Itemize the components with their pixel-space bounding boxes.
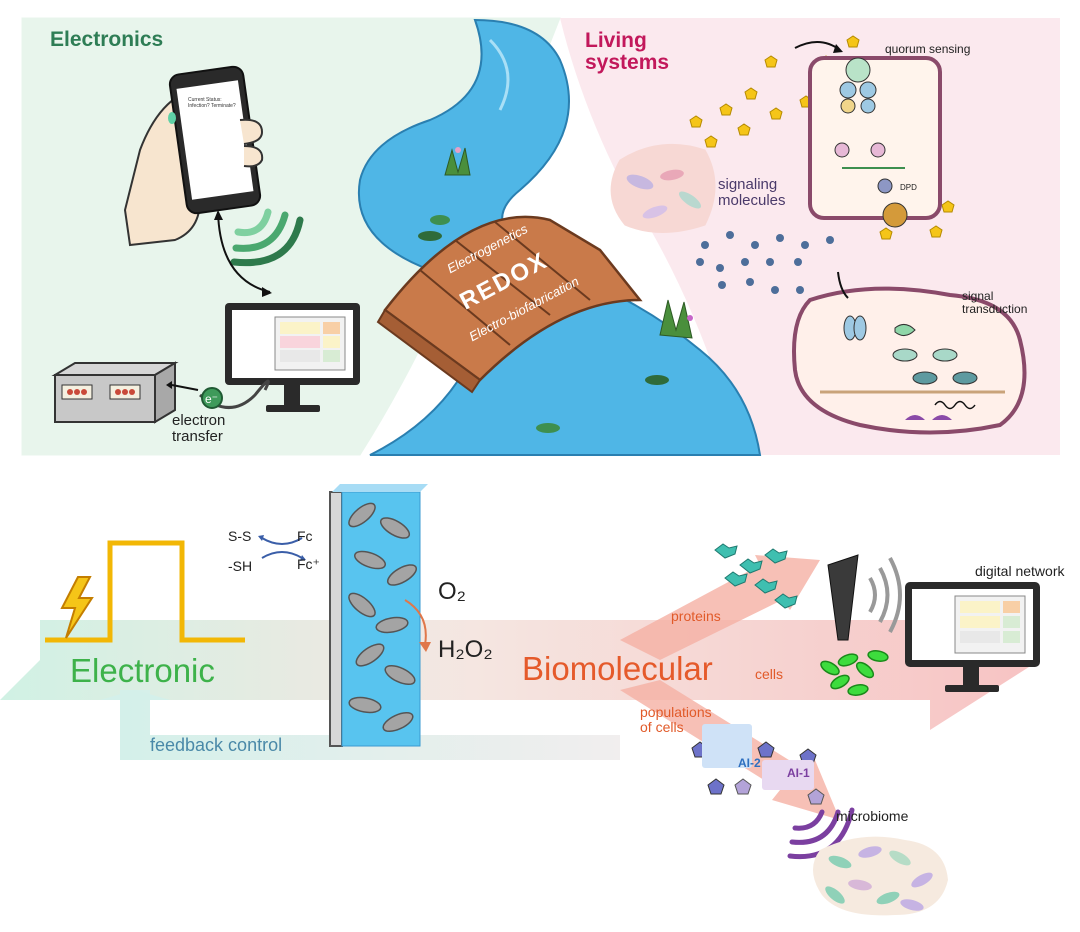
bacteria-cluster — [626, 169, 702, 219]
bacteria-in-biofilm — [348, 502, 418, 733]
electron-icon — [201, 387, 223, 409]
glowing-cells — [820, 650, 889, 696]
lily-pad — [536, 423, 560, 433]
electron-symbol: e⁻ — [205, 392, 218, 406]
o2-reduction-arrow — [404, 599, 427, 646]
ferrocenium-label: Fc⁺ — [297, 556, 320, 572]
sensor-probe — [827, 554, 859, 641]
ai2-label: AI-2 — [738, 756, 761, 770]
electronic-label: Electronic — [70, 652, 215, 689]
signal-waves-icon — [868, 557, 902, 633]
ferrocene-label: Fc — [297, 528, 313, 544]
quorum-cell — [808, 56, 942, 220]
populations-label: populations of cells — [640, 704, 712, 735]
electronics-heading: Electronics — [50, 28, 164, 51]
receptor-complex — [839, 57, 877, 114]
bridge — [376, 215, 643, 394]
electron-transfer-label: electron transfer — [172, 412, 226, 445]
microbiome-cloud — [812, 836, 948, 916]
oxygen-label: O₂ — [438, 578, 466, 605]
monitor — [225, 303, 360, 412]
plant — [444, 147, 471, 176]
disulfide-label: S-S — [228, 528, 252, 544]
ai2-structure — [702, 724, 752, 768]
fingers — [239, 118, 264, 168]
river — [357, 18, 762, 456]
river-highlight — [488, 38, 510, 111]
voltage-pulse — [45, 540, 245, 643]
digital-network-label: digital network — [975, 563, 1065, 579]
signal-pentagons — [689, 35, 955, 240]
ai1-label: AI-1 — [787, 766, 810, 780]
redox-arrows — [261, 537, 303, 559]
electrode — [329, 491, 343, 747]
lily-pad — [418, 231, 442, 241]
lightning-icon — [60, 576, 94, 639]
wifi-icon — [230, 208, 304, 267]
potentiostat — [51, 361, 179, 424]
microbiome-bacteria — [825, 846, 933, 911]
dpd-label: DPD — [900, 183, 917, 192]
ai1-structure — [762, 760, 814, 790]
feedback-control-label: feedback control — [150, 735, 283, 755]
phone-screen — [176, 80, 254, 200]
dpd-circle — [877, 178, 893, 194]
arrow-left — [171, 384, 199, 391]
thiol-label: -SH — [228, 558, 253, 574]
lily-pad — [430, 215, 450, 225]
signal-transduction-label: signal transduction — [962, 289, 1028, 316]
microbiome-label: microbiome — [836, 808, 909, 824]
signaling-molecules-label: signaling molecules — [718, 176, 786, 209]
protein-branch-arrow — [620, 555, 820, 660]
transporter — [882, 202, 908, 228]
monitor-digital-network — [905, 582, 1040, 692]
proteins-label: proteins — [671, 608, 721, 624]
cell-cluster — [610, 143, 716, 233]
signaling-molecules-dots — [696, 231, 834, 294]
plant — [659, 299, 693, 339]
protein-cluster — [714, 543, 798, 609]
biomolecular-label: Biomolecular — [522, 650, 713, 687]
living-systems-heading: Living systems — [585, 29, 670, 74]
feedback-arrow — [120, 690, 620, 760]
quorum-sensing-label: quorum sensing — [885, 42, 971, 56]
phone-screen-text: Current Status: Infection? Terminate? — [188, 97, 236, 109]
flow-arrow — [0, 590, 1040, 730]
hydrogen-peroxide-label: H₂O₂ — [438, 636, 493, 663]
lily-pad — [645, 375, 669, 385]
double-arrow — [217, 211, 271, 293]
cells-label: cells — [755, 666, 784, 682]
